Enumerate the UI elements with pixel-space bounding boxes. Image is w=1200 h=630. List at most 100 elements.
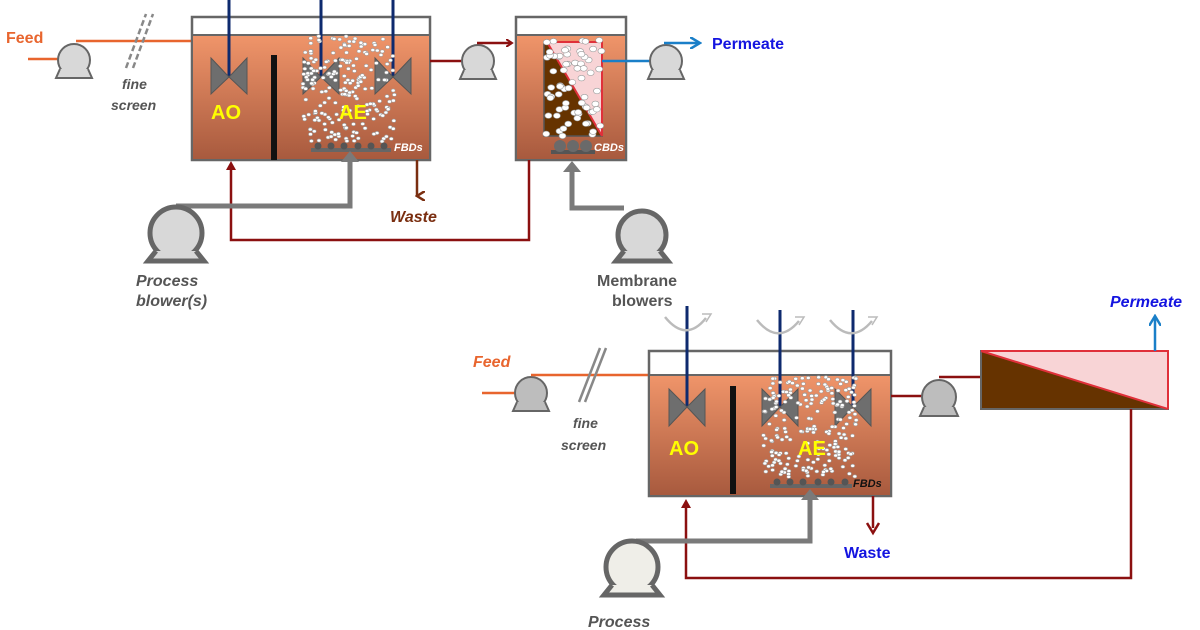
bottom-fine-diffuser-icon (770, 478, 852, 488)
bubble (342, 92, 348, 97)
bubble (333, 78, 338, 83)
bottom-process-air-line (636, 498, 813, 544)
bubble (326, 85, 332, 90)
bubble (593, 87, 601, 95)
bubble (790, 381, 795, 386)
bubble (779, 437, 785, 442)
bubble (320, 75, 326, 80)
bubble (316, 34, 322, 39)
bubble (763, 396, 768, 401)
bubble (344, 139, 350, 143)
bottom-ao-label: AO (669, 438, 699, 460)
bubble (379, 49, 385, 54)
bubble (308, 49, 314, 54)
top-process-blower-label-2: blower(s) (136, 293, 207, 310)
bubble (359, 73, 365, 78)
bubble (326, 115, 331, 120)
bubble (351, 138, 357, 143)
bubble (362, 126, 368, 131)
bubble (833, 453, 839, 458)
bubble (376, 77, 381, 82)
bubble (300, 81, 306, 86)
bubble (391, 118, 397, 123)
bubble (580, 93, 589, 101)
bubble (354, 96, 360, 101)
bubble (316, 118, 322, 123)
bubble (794, 415, 799, 420)
bubble (333, 137, 338, 142)
bubble (559, 67, 568, 74)
bubble (853, 418, 859, 423)
bubble (822, 463, 828, 468)
bubble (803, 398, 809, 403)
bubble (844, 399, 850, 404)
bubble (368, 101, 373, 106)
bubble (809, 397, 815, 402)
top-ao-label: AO (211, 102, 241, 124)
bubble (581, 38, 590, 45)
top-process-blower-label-1: Process (136, 273, 198, 290)
bubble (813, 393, 819, 398)
bubble (769, 438, 774, 443)
top-screen-label-2: screen (111, 97, 156, 113)
bubble (322, 100, 327, 105)
bubble (783, 451, 789, 456)
bubble (770, 395, 776, 400)
bubble (301, 114, 307, 119)
bubble (826, 377, 831, 382)
bubble (762, 409, 768, 414)
bubble (308, 56, 314, 61)
bubble (337, 37, 343, 42)
bubble (776, 393, 782, 398)
bubble (573, 115, 582, 122)
bubble (302, 66, 308, 71)
bubble (807, 388, 813, 393)
bubble (814, 469, 820, 474)
bubble (831, 445, 837, 450)
bubble (836, 431, 842, 436)
bubble (330, 120, 335, 125)
bubble (579, 65, 588, 72)
bubble (828, 466, 834, 471)
bubble (380, 113, 386, 118)
bubble (577, 74, 586, 82)
bubble (346, 44, 352, 48)
bubble (841, 426, 846, 430)
bubble (852, 474, 858, 479)
bubble (308, 36, 314, 41)
bubble (574, 109, 583, 116)
bubble (390, 68, 396, 73)
top-process-blower-icon (142, 204, 210, 264)
bubble (816, 375, 821, 380)
bubble (355, 104, 361, 109)
bubble (545, 48, 554, 56)
top-feed-label: Feed (6, 30, 43, 47)
bubble (380, 37, 386, 42)
bottom-waste-label: Waste (844, 545, 891, 562)
bubble (343, 112, 348, 117)
bubble (851, 400, 857, 405)
bubble (354, 56, 359, 61)
bubble (385, 107, 391, 112)
bubble (816, 452, 821, 457)
bubble (301, 72, 307, 77)
bubble (562, 100, 570, 107)
bubble (316, 38, 322, 42)
bubble (824, 448, 830, 452)
bubble (826, 431, 832, 436)
bubble (328, 75, 334, 79)
bubble (826, 452, 832, 457)
bubble (835, 402, 840, 407)
bubble (782, 426, 788, 431)
bubble (763, 469, 769, 474)
bubble (787, 437, 793, 442)
bubble (330, 51, 336, 55)
bubble (835, 377, 840, 382)
bubble (308, 41, 314, 46)
bubble (846, 410, 852, 415)
top-waste-label: Waste (390, 209, 437, 226)
bubble (577, 50, 586, 58)
bubble (783, 429, 788, 434)
bubble (778, 461, 783, 466)
bubble (761, 443, 767, 448)
